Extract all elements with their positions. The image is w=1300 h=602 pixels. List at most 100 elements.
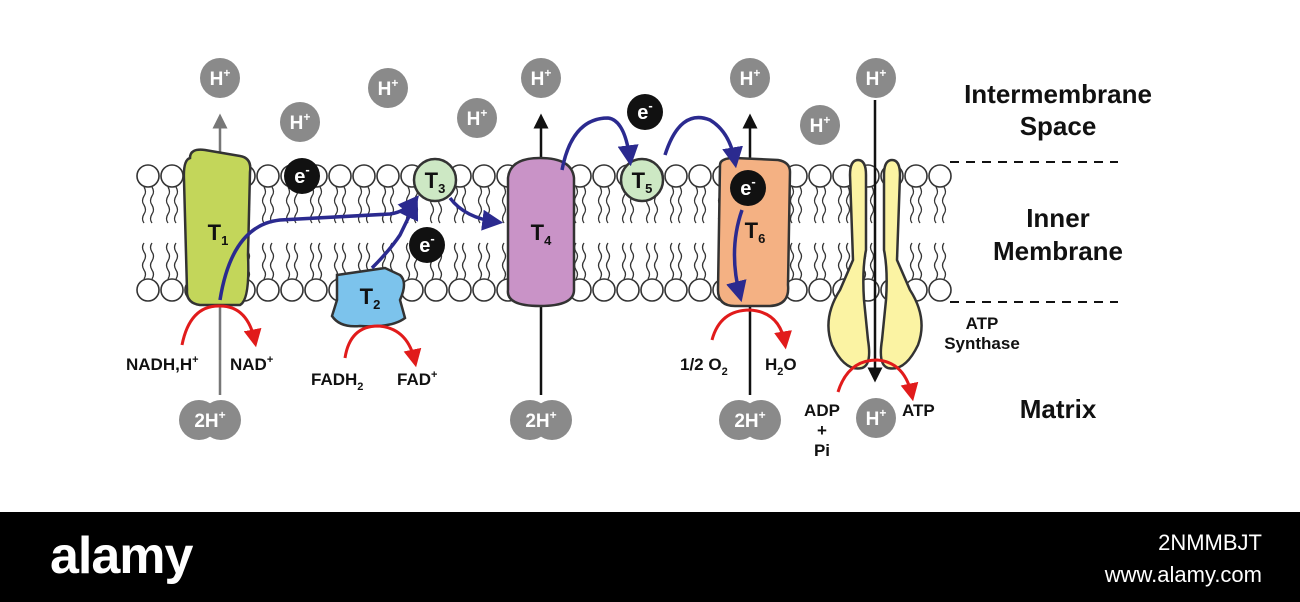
svg-text:e-: e- <box>294 162 309 188</box>
lipid-tail <box>485 186 491 224</box>
lipid-tail <box>269 242 275 280</box>
lipid-tail <box>173 242 179 280</box>
lipid-tail <box>317 242 323 280</box>
transporter-t2 <box>330 266 407 328</box>
lipid-tail <box>669 242 675 280</box>
lipid-tail <box>293 186 299 224</box>
label-fad: FAD+ <box>397 369 437 389</box>
lipid-head <box>928 278 952 302</box>
svg-text:2H+: 2H+ <box>194 408 225 432</box>
svg-text:H+: H+ <box>378 76 399 100</box>
lipid-tail <box>789 242 795 280</box>
lipid-head <box>160 164 184 188</box>
lipid-head <box>136 278 160 302</box>
watermark-url: www.alamy.com <box>1104 562 1262 587</box>
lipid-tail <box>677 186 683 224</box>
reaction-arrow-nadh <box>180 304 262 348</box>
electron-path-t3-to-t4 <box>448 196 504 231</box>
lipid-head <box>928 164 952 188</box>
lipid-tail <box>261 242 267 280</box>
lipid-tail <box>797 186 803 224</box>
svg-text:H+: H+ <box>810 113 831 137</box>
lipid-tail <box>285 186 291 224</box>
transporter-t1 <box>182 148 252 307</box>
lipid-tail <box>909 186 915 224</box>
lipid-tail <box>605 186 611 224</box>
region-label-membrane: Membrane <box>993 236 1123 266</box>
svg-text:e-: e- <box>740 174 755 200</box>
lipid-tail <box>477 242 483 280</box>
lipid-tail <box>653 242 659 280</box>
lipid-tail <box>797 242 803 280</box>
lipid-tail <box>149 242 155 280</box>
label-plus: + <box>817 421 827 440</box>
lipid-tail <box>597 186 603 224</box>
transporter-t5 <box>619 157 665 203</box>
label-fadh2: FADH2 <box>311 370 363 393</box>
lipid-head <box>808 278 832 302</box>
electron: e- <box>284 158 320 194</box>
lipid-tail <box>701 186 707 224</box>
lipid-tail <box>357 186 363 224</box>
svg-text:e-: e- <box>419 231 434 257</box>
lipid-head <box>592 278 616 302</box>
svg-text:H+: H+ <box>866 406 887 430</box>
transporter-t3 <box>412 157 458 203</box>
atp-synthase-left-half <box>827 158 871 370</box>
lipid-tail <box>869 242 875 280</box>
lipid-tail <box>813 186 819 224</box>
two-proton-ion: 2H+ <box>179 400 241 440</box>
proton-ion: H+ <box>521 58 561 98</box>
transporter-label-t3: T3 <box>425 168 446 196</box>
electron-path-t5-to-t6 <box>663 115 743 169</box>
transporter-label-t6: T6 <box>745 218 766 246</box>
lipid-tail <box>629 242 635 280</box>
svg-text:H+: H+ <box>210 66 231 90</box>
transporter-t4 <box>506 156 576 308</box>
svg-text:H+: H+ <box>290 110 311 134</box>
atp-synthase-label-line2: Synthase <box>944 334 1020 353</box>
reaction-arrow-atp <box>836 358 919 402</box>
atp-synthase-right-half <box>879 158 923 370</box>
lipid-tail <box>165 186 171 224</box>
lipid-head <box>160 278 184 302</box>
svg-text:H+: H+ <box>740 66 761 90</box>
watermark-image-id: 2NMMBJT <box>1158 530 1262 555</box>
lipid-head <box>352 164 376 188</box>
lipid-tail <box>285 242 291 280</box>
lipid-tail <box>837 242 843 280</box>
lipid-tail <box>941 186 947 224</box>
label-pi: Pi <box>814 441 830 460</box>
electron: e- <box>730 170 766 206</box>
lipid-tail <box>501 242 507 280</box>
lipid-head <box>136 164 160 188</box>
lipid-tail <box>365 186 371 224</box>
lipid-head <box>280 278 304 302</box>
lipid-tail <box>381 186 387 224</box>
proton-ion: H+ <box>368 68 408 108</box>
lipid-tail <box>597 242 603 280</box>
lipid-head <box>664 164 688 188</box>
svg-text:e-: e- <box>637 98 652 124</box>
lipid-head <box>256 164 280 188</box>
lipid-tail <box>917 186 923 224</box>
electron-transport-chain-diagram: H+ H+ H+ H+ H+ H+ H+ H+ <box>126 58 1152 460</box>
lipid-tail <box>693 242 699 280</box>
lipid-tail <box>621 242 627 280</box>
region-label-matrix: Matrix <box>1020 394 1097 424</box>
lipid-head <box>424 278 448 302</box>
proton-ion: H+ <box>457 98 497 138</box>
lipid-tail <box>389 186 395 224</box>
label-nadh: NADH,H+ <box>126 354 199 374</box>
lipid-head <box>904 164 928 188</box>
label-nad: NAD+ <box>230 354 273 374</box>
label-water: H2O <box>765 355 797 378</box>
lipid-tail <box>261 186 267 224</box>
electron-path-t2-to-t3 <box>370 198 419 270</box>
lipid-tail <box>333 242 339 280</box>
transporter-label-t2: T2 <box>360 284 381 312</box>
lipid-tail <box>909 242 915 280</box>
svg-text:H+: H+ <box>866 66 887 90</box>
lipid-tail <box>173 186 179 224</box>
